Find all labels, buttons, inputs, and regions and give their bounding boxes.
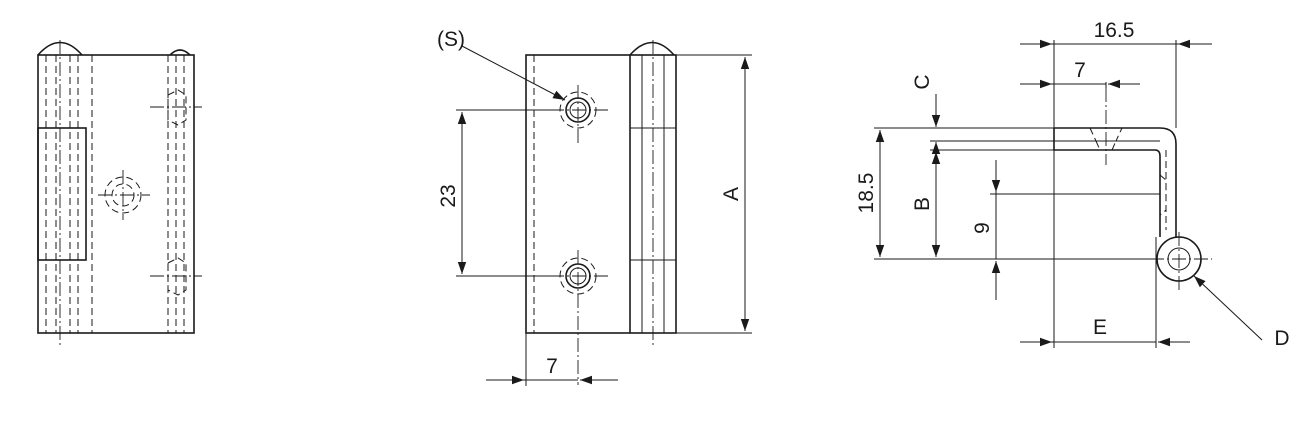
screw-leader xyxy=(461,45,566,101)
dimension-c-label: C xyxy=(911,74,934,89)
front-view xyxy=(525,40,677,385)
side-view xyxy=(1053,88,1212,290)
dimension-hole-offset-label: 7 xyxy=(546,355,558,378)
dimension-width-overall-label: 16.5 xyxy=(1094,19,1135,42)
screw-label: (S) xyxy=(437,28,465,51)
dimension-pin-height-label: 9 xyxy=(971,222,994,234)
dimension-hole-offset xyxy=(486,333,618,386)
dimension-b-label: B xyxy=(911,197,934,211)
dimension-height-overall-label: 18.5 xyxy=(855,173,878,214)
dimension-d-leader xyxy=(1193,275,1263,341)
dimension-e-label: E xyxy=(1093,316,1107,339)
dimension-hole-spacing-label: 23 xyxy=(437,184,460,207)
dimension-hole-spacing xyxy=(456,109,560,277)
side-view-extension-lines xyxy=(874,40,1177,348)
dimension-a-label: A xyxy=(720,187,743,201)
rear-view xyxy=(37,40,202,345)
dimension-flange-offset-label: 7 xyxy=(1074,59,1086,82)
dimension-a xyxy=(676,54,752,334)
dimension-d-label: D xyxy=(1274,327,1289,350)
